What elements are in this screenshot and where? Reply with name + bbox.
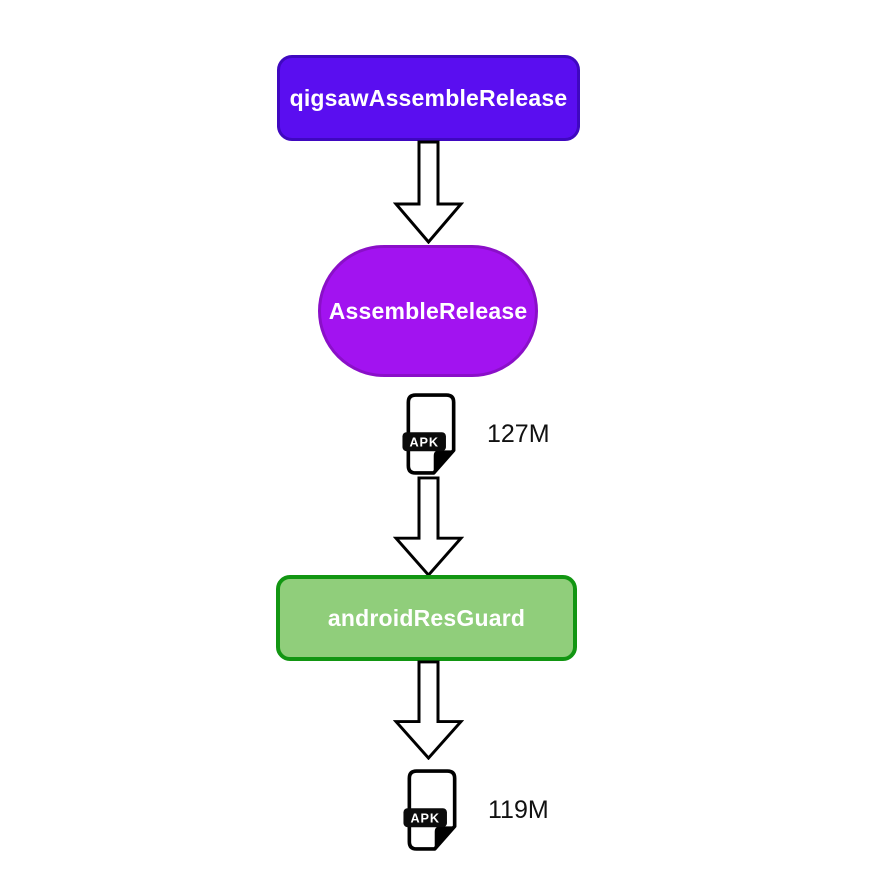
apk-badge-label: APK bbox=[410, 812, 439, 826]
apk-file-icon: APK bbox=[402, 393, 456, 475]
node-label: androidResGuard bbox=[327, 604, 526, 631]
flow-arrow-2 bbox=[393, 476, 464, 577]
apk-size-label: 119M bbox=[488, 795, 549, 824]
apk-size-label: 127M bbox=[487, 419, 550, 448]
node-assemble-release: AssembleRelease bbox=[318, 245, 538, 377]
apk-badge bbox=[402, 432, 446, 452]
flow-arrow-1 bbox=[393, 140, 464, 244]
apk-artifact-119m: APK 119M bbox=[403, 768, 549, 852]
apk-file-icon: APK bbox=[403, 769, 457, 851]
node-label: AssembleRelease bbox=[328, 297, 528, 324]
apk-badge-label: APK bbox=[409, 436, 438, 450]
node-label: qigsawAssembleRelease bbox=[289, 84, 568, 111]
down-arrow-icon bbox=[393, 660, 464, 760]
apk-badge bbox=[403, 808, 447, 828]
node-qigsaw-assemble-release: qigsawAssembleRelease bbox=[277, 55, 580, 141]
apk-artifact-127m: APK 127M bbox=[402, 392, 550, 476]
down-arrow-icon bbox=[393, 476, 464, 577]
node-android-res-guard: androidResGuard bbox=[276, 575, 577, 661]
folded-corner bbox=[434, 826, 455, 849]
down-arrow-icon bbox=[393, 140, 464, 244]
flow-arrow-3 bbox=[393, 660, 464, 760]
folded-corner bbox=[433, 450, 454, 473]
